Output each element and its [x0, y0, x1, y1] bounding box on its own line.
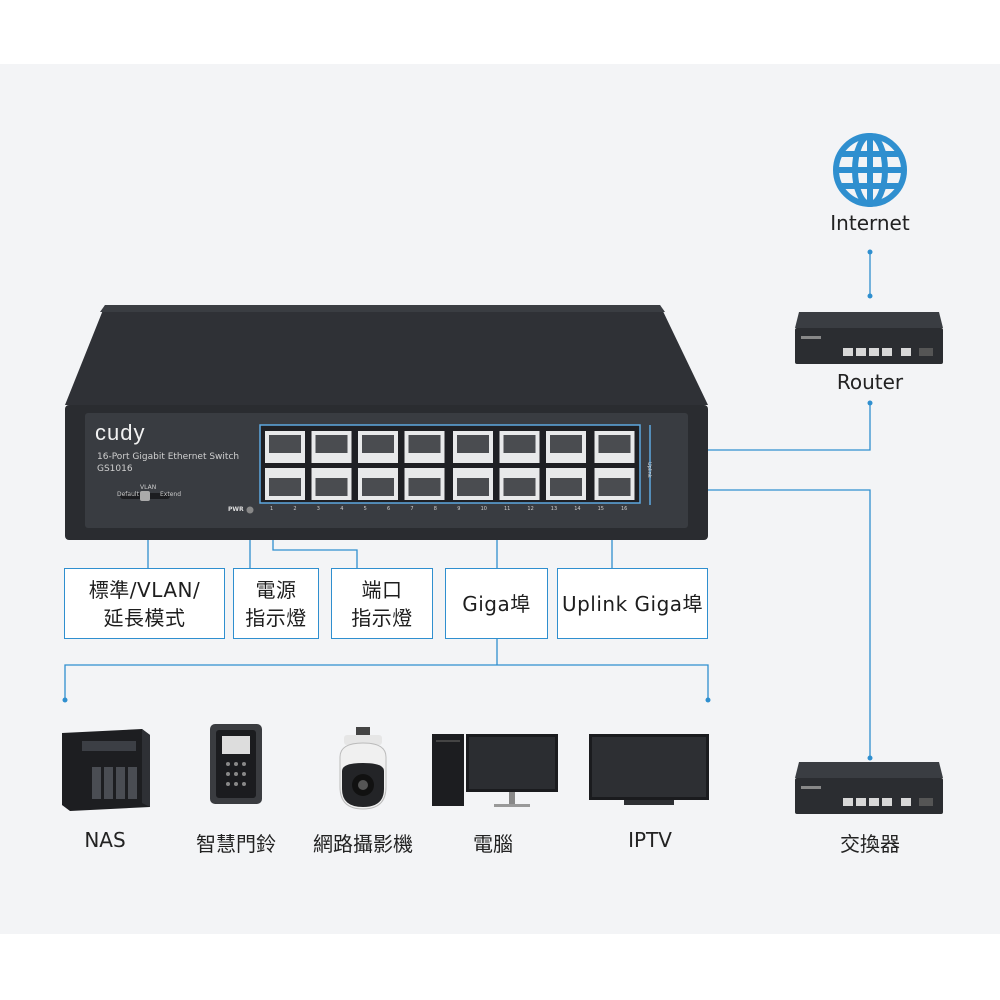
rj45-port-opening — [362, 478, 394, 496]
rj45-port-opening — [598, 435, 631, 453]
mode-callout-line2: 延長模式 — [103, 605, 186, 630]
port-number-label: 2 — [293, 506, 297, 512]
giga-callout-label: Giga埠 — [462, 591, 531, 616]
nas-icon — [62, 729, 150, 811]
computer-label: 電腦 — [473, 832, 513, 856]
port-number-label: 1 — [270, 506, 274, 512]
slider-default-label: Default — [117, 491, 139, 498]
doorbell-icon — [210, 724, 262, 804]
rj45-port-opening — [550, 435, 582, 453]
port-number-label: 13 — [550, 506, 558, 512]
rj45-port-opening — [457, 478, 489, 496]
pwr-label: PWR — [228, 506, 244, 513]
rj45-port-opening — [315, 435, 348, 453]
tv-icon — [589, 734, 709, 805]
port-callout-line1: 端口 — [361, 577, 403, 602]
power-callout-line2: 指示燈 — [245, 605, 307, 630]
computer-icon — [432, 734, 558, 807]
rj45-port-opening — [408, 435, 441, 453]
port-number-label: 14 — [574, 506, 581, 512]
mode-switch-callout: 標準/VLAN/ 延長模式 — [64, 568, 225, 639]
globe-icon — [833, 133, 907, 207]
port-number-label: 15 — [597, 506, 604, 512]
port-number-label: 9 — [457, 506, 461, 512]
rj45-port-opening — [598, 478, 631, 496]
uplink-label: Uplink — [646, 462, 652, 478]
iptv-label: IPTV — [628, 828, 672, 852]
port-number-label: 5 — [363, 506, 367, 512]
mode-callout-line1: 標準/VLAN/ — [88, 577, 201, 602]
port-number-label: 8 — [433, 506, 437, 512]
switch-device — [795, 762, 943, 814]
port-number-label: 10 — [480, 506, 487, 512]
switch-model: GS1016 — [97, 464, 133, 474]
camera-label: 網路攝影機 — [313, 832, 413, 856]
port-callout-line2: 指示燈 — [351, 605, 413, 630]
uplink-port-callout: Uplink Giga埠 — [557, 568, 708, 639]
uplink-callout-label: Uplink Giga埠 — [561, 591, 704, 616]
power-callout-line1: 電源 — [255, 577, 297, 602]
power-led-callout: 電源 指示燈 — [233, 568, 319, 639]
rj45-port-opening — [503, 435, 536, 453]
cudy-gs1016-switch: cudy 16-Port Gigabit Ethernet Switch GS1… — [60, 300, 710, 545]
switch-brand-logo: cudy — [95, 420, 146, 445]
slider-title: VLAN — [140, 484, 157, 491]
port-number-label: 11 — [504, 506, 511, 512]
port-led-callout: 端口 指示燈 — [331, 568, 433, 639]
slider-extend-label: Extend — [160, 491, 181, 498]
rj45-port-opening — [269, 435, 301, 453]
port-number-label: 4 — [340, 506, 344, 512]
rj45-port-opening — [503, 478, 536, 496]
doorbell-label: 智慧門鈴 — [196, 832, 276, 856]
nas-label: NAS — [84, 828, 126, 852]
internet-label: Internet — [830, 211, 910, 235]
router-device — [795, 312, 943, 364]
switch-device-label: 交換器 — [840, 832, 900, 856]
rj45-port-opening — [315, 478, 348, 496]
rj45-port-opening — [269, 478, 301, 496]
switch-model-desc: 16-Port Gigabit Ethernet Switch — [97, 452, 240, 462]
rj45-port-opening — [408, 478, 441, 496]
rj45-port-opening — [550, 478, 582, 496]
camera-icon — [339, 727, 387, 810]
port-number-label: 6 — [387, 506, 391, 512]
port-number-label: 3 — [316, 506, 320, 512]
router-label: Router — [836, 370, 904, 394]
rj45-port-opening — [457, 435, 489, 453]
rj45-port-opening — [362, 435, 394, 453]
switch-illustration — [65, 305, 708, 540]
port-number-label: 12 — [527, 506, 534, 512]
giga-port-callout: Giga埠 — [445, 568, 548, 639]
port-number-label: 16 — [621, 506, 628, 512]
port-number-label: 7 — [410, 506, 414, 512]
